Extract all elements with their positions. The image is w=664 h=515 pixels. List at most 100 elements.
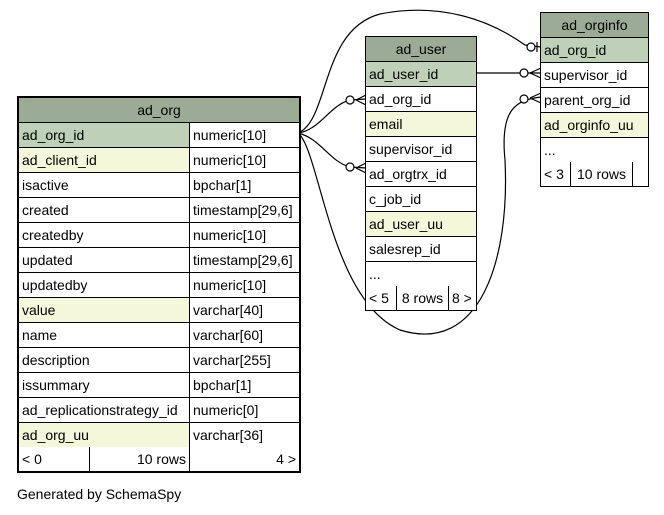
relation-orginfo-parent [297, 96, 542, 335]
column-name: ad_orgtrx_id [369, 166, 447, 182]
column-name: supervisor_id [544, 67, 628, 83]
table-row[interactable]: isactive bpchar[1] [19, 173, 299, 198]
relation-end-marker [519, 68, 529, 78]
column-name: createdby [22, 227, 84, 243]
column-name: ad_orginfo_uu [541, 113, 648, 137]
column-name: ... [544, 142, 556, 158]
column-name: ... [369, 266, 381, 282]
column-name: ad_org_id [19, 123, 189, 147]
column-name: isactive [22, 177, 69, 193]
crowfoot [355, 94, 367, 101]
crowfoot [355, 162, 367, 169]
crowfoot [529, 97, 542, 104]
table-row[interactable]: c_job_id [366, 187, 476, 212]
table-footer: < 5 8 rows 8 > [366, 286, 476, 310]
footer-right: 4 > [189, 447, 299, 471]
table-row[interactable]: description varchar[255] [19, 348, 299, 373]
relation-end-marker [519, 94, 529, 104]
column-type: varchar[40] [189, 298, 299, 322]
relation-end-marker [345, 95, 355, 105]
column-type: varchar[60] [189, 323, 299, 347]
column-name: c_job_id [369, 191, 422, 207]
column-type: timestamp[29,6] [189, 248, 299, 272]
table-row[interactable]: supervisor_id [366, 137, 476, 162]
column-name: issummary [22, 377, 90, 393]
crowfoot [529, 72, 542, 79]
table-row[interactable]: name varchar[60] [19, 323, 299, 348]
relation-end-marker [345, 162, 355, 172]
column-name: ad_org_id [541, 38, 648, 62]
column-name: ad_user_id [366, 62, 476, 86]
footer-mid: 10 rows [570, 162, 632, 186]
column-name: ad_client_id [19, 148, 189, 172]
crowfoot [529, 92, 542, 99]
crowfoot [355, 167, 367, 174]
table-row[interactable]: ad_orginfo_uu [541, 113, 648, 138]
table-row[interactable]: email [366, 112, 476, 137]
column-name: value [19, 298, 189, 322]
relation-orginfo-org [297, 9, 542, 134]
column-type: numeric[10] [189, 123, 299, 147]
table-row[interactable]: ... [541, 138, 648, 162]
crowfoot [355, 99, 367, 106]
column-name: created [22, 202, 69, 218]
table-row[interactable]: ... [366, 262, 476, 286]
column-type: varchar[36] [189, 423, 299, 447]
footer-left: < 3 [544, 166, 564, 182]
crowfoot [529, 67, 542, 74]
table-row[interactable]: updatedby numeric[10] [19, 273, 299, 298]
table-row[interactable]: createdby numeric[10] [19, 223, 299, 248]
column-name: name [22, 327, 58, 343]
column-name: updated [22, 252, 73, 268]
column-type: varchar[255] [189, 348, 299, 372]
generated-by-note: Generated by SchemaSpy [17, 486, 182, 502]
table-row[interactable]: ad_org_id [541, 38, 648, 63]
column-type: numeric[10] [189, 223, 299, 247]
table-title: ad_org [19, 98, 299, 123]
footer-right: 8 > [448, 286, 476, 310]
column-name: salesrep_id [369, 241, 441, 257]
table-footer: < 0 10 rows 4 > [19, 447, 299, 471]
table-row[interactable]: created timestamp[29,6] [19, 198, 299, 223]
column-name: ad_replicationstrategy_id [22, 402, 178, 418]
column-name: ad_org_id [369, 91, 432, 107]
table-row[interactable]: parent_org_id [541, 88, 648, 113]
table-row[interactable]: ad_user_id [366, 62, 476, 87]
column-type: bpchar[1] [189, 373, 299, 397]
column-name: description [22, 352, 90, 368]
table-row[interactable]: issummary bpchar[1] [19, 373, 299, 398]
table-row[interactable]: ad_replicationstrategy_id numeric[0] [19, 398, 299, 423]
column-type: numeric[0] [189, 398, 299, 422]
column-name: parent_org_id [544, 92, 631, 108]
column-type: bpchar[1] [189, 173, 299, 197]
column-type: numeric[10] [189, 148, 299, 172]
footer-mid: 8 rows [396, 286, 448, 310]
table-row[interactable]: salesrep_id [366, 237, 476, 262]
column-name: ad_org_uu [19, 423, 189, 447]
column-name: email [366, 112, 476, 136]
footer-right [632, 162, 648, 186]
footer-left: < 0 [22, 451, 42, 467]
relation-ad-user-org [297, 98, 367, 134]
column-name: supervisor_id [369, 141, 453, 157]
footer-mid: 10 rows [89, 447, 189, 471]
column-name: updatedby [22, 277, 88, 293]
relation-end-marker [526, 42, 536, 52]
table-row[interactable]: ad_org_id [366, 87, 476, 112]
table-title: ad_user [366, 37, 476, 62]
table-row[interactable]: supervisor_id [541, 63, 648, 88]
table-row[interactable]: ad_user_uu [366, 212, 476, 237]
column-type: timestamp[29,6] [189, 198, 299, 222]
table-row[interactable]: ad_orgtrx_id [366, 162, 476, 187]
column-type: numeric[10] [189, 273, 299, 297]
table-row[interactable]: updated timestamp[29,6] [19, 248, 299, 273]
